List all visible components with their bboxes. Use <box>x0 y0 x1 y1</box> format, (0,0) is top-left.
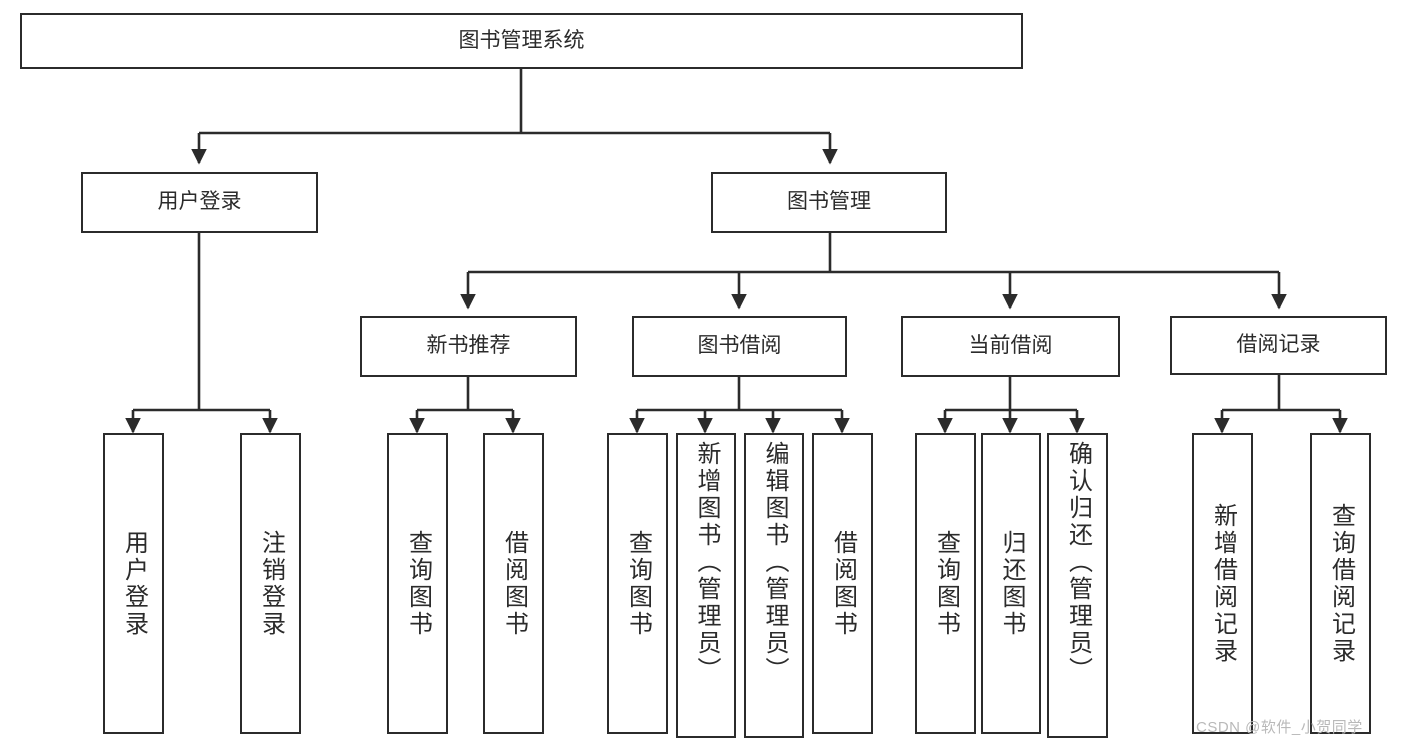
node-label: 注销登录 <box>257 529 285 638</box>
node-label: 用户登录 <box>120 529 148 638</box>
node-borrow-record[interactable]: 借阅记录 <box>1170 316 1387 375</box>
node-label: 当前借阅 <box>968 334 1053 358</box>
leaf-return-book[interactable]: 归还图书 <box>981 433 1041 734</box>
node-label: 查询图书 <box>624 529 652 638</box>
node-label: 编辑图书（管理员） <box>761 441 788 684</box>
node-label: 查询借阅记录 <box>1327 502 1355 665</box>
node-label: 新增图书（管理员） <box>693 441 720 684</box>
node-label: 图书管理 <box>787 190 871 214</box>
leaf-user-login[interactable]: 用户登录 <box>103 433 164 734</box>
node-new-book-recommend[interactable]: 新书推荐 <box>360 316 577 377</box>
node-label: 用户登录 <box>157 190 242 214</box>
node-root-system[interactable]: 图书管理系统 <box>20 13 1023 69</box>
node-book-management[interactable]: 图书管理 <box>711 172 947 233</box>
node-label: 图书借阅 <box>697 334 782 358</box>
leaf-confirm-return-admin[interactable]: 确认归还（管理员） <box>1047 433 1108 738</box>
leaf-logout-login[interactable]: 注销登录 <box>240 433 301 734</box>
node-label: 确认归还（管理员） <box>1064 441 1092 684</box>
node-label: 查询图书 <box>404 529 432 638</box>
node-label: 新书推荐 <box>426 334 511 358</box>
node-current-borrow[interactable]: 当前借阅 <box>901 316 1120 377</box>
node-label: 查询图书 <box>932 529 960 638</box>
leaf-add-book-admin[interactable]: 新增图书（管理员） <box>676 433 736 738</box>
leaf-borrow-book[interactable]: 借阅图书 <box>812 433 873 734</box>
node-label: 借阅图书 <box>829 529 857 638</box>
node-label: 归还图书 <box>998 529 1025 638</box>
leaf-query-borrow-record[interactable]: 查询借阅记录 <box>1310 433 1371 734</box>
node-label: 借阅记录 <box>1236 333 1321 357</box>
leaf-add-borrow-record[interactable]: 新增借阅记录 <box>1192 433 1253 734</box>
leaf-query-book-current[interactable]: 查询图书 <box>915 433 976 734</box>
watermark: CSDN @软件_小贺同学 <box>1196 719 1363 736</box>
node-user-login[interactable]: 用户登录 <box>81 172 318 233</box>
leaf-borrow-book-recommend[interactable]: 借阅图书 <box>483 433 544 734</box>
node-label: 图书管理系统 <box>458 28 585 52</box>
node-book-borrow[interactable]: 图书借阅 <box>632 316 847 377</box>
node-label: 借阅图书 <box>500 529 528 638</box>
leaf-edit-book-admin[interactable]: 编辑图书（管理员） <box>744 433 804 738</box>
leaf-query-book-recommend[interactable]: 查询图书 <box>387 433 448 734</box>
node-label: 新增借阅记录 <box>1209 502 1237 665</box>
leaf-query-book-borrow[interactable]: 查询图书 <box>607 433 668 734</box>
